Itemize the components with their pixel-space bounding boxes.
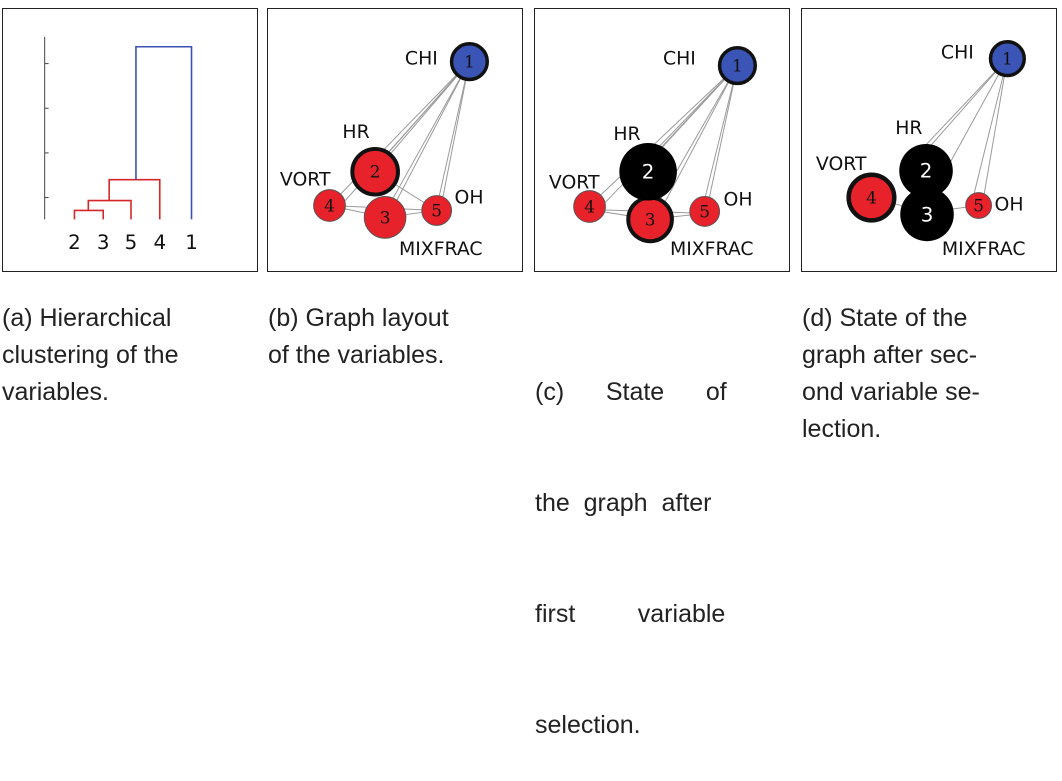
caption-line: (d) State of the — [802, 304, 968, 332]
node-number: 3 — [380, 207, 391, 227]
caption-line: selection. — [535, 711, 641, 739]
node-number: 5 — [699, 201, 710, 221]
label-mixfrac: MIXFRAC — [942, 239, 1026, 260]
node-number: 2 — [920, 160, 933, 183]
node-5-oh — [689, 196, 721, 227]
label-chi: CHI — [405, 49, 438, 70]
caption-a: (a) Hierarchical clustering of the varia… — [2, 300, 238, 411]
graph-b-svg: 1 2 3 4 5 CHI HR VORT OH MIXFRAC — [280, 42, 490, 260]
graph-edges — [589, 65, 738, 220]
label-hr: HR — [342, 122, 369, 143]
node-3-mixfrac-selected — [900, 187, 954, 242]
node-4-vort — [846, 172, 897, 223]
label-hr: HR — [613, 124, 640, 145]
label-chi: CHI — [663, 49, 696, 70]
blue-root-link — [135, 45, 193, 220]
node-number: 4 — [866, 188, 877, 208]
node-4-vort — [313, 189, 346, 222]
panel-b-graph-layout: 1 2 3 4 5 CHI HR VORT OH MIXFRAC — [267, 8, 523, 272]
node-number: 5 — [431, 200, 442, 220]
graph-d-svg: 1 2 3 4 5 CHI HR VORT OH MIXFRAC — [816, 40, 1026, 260]
node-number: 3 — [645, 209, 656, 229]
link-2-3 — [73, 209, 105, 220]
node-2-hr-selected — [619, 142, 677, 201]
caption-line: graph after sec- — [802, 341, 978, 369]
label-vort: VORT — [280, 170, 331, 191]
caption-line: lection. — [802, 415, 882, 443]
link-235-4 — [108, 178, 161, 220]
caption-line: of the variables. — [268, 341, 445, 369]
caption-d: (d) State of the graph after sec- ond va… — [802, 300, 1038, 448]
label-chi: CHI — [941, 43, 974, 64]
leaf-label: 4 — [153, 231, 166, 254]
node-number: 4 — [584, 196, 595, 216]
caption-c: (c) State of the graph after first varia… — [535, 300, 771, 781]
label-mixfrac: MIXFRAC — [670, 239, 754, 260]
caption-line: (c) State of — [535, 378, 727, 406]
node-4-vort — [573, 190, 606, 223]
leaf-label: 3 — [97, 231, 110, 254]
label-vort: VORT — [549, 173, 600, 194]
leaf-label: 2 — [68, 231, 81, 254]
node-1-chi — [988, 40, 1026, 78]
caption-line: variables. — [2, 378, 109, 406]
label-oh: OH — [994, 194, 1023, 215]
label-mixfrac: MIXFRAC — [399, 239, 483, 260]
node-number: 3 — [921, 203, 934, 226]
label-hr: HR — [895, 118, 922, 139]
leaf-label: 1 — [185, 231, 198, 254]
caption-line: (b) Graph layout — [268, 304, 449, 332]
node-number: 1 — [464, 52, 475, 72]
caption-line: first variable — [535, 600, 726, 628]
panel-c-first-selection: 1 2 3 4 5 CHI HR VORT OH MIXFRAC — [534, 8, 790, 272]
node-2-hr — [350, 146, 400, 197]
caption-b: (b) Graph layout of the variables. — [268, 300, 504, 374]
caption-line: the graph after — [535, 489, 712, 517]
node-number: 4 — [324, 195, 335, 215]
node-1-chi — [449, 42, 490, 82]
dendrogram-svg: 2 3 5 4 1 — [44, 36, 198, 254]
label-oh: OH — [724, 189, 753, 210]
label-vort: VORT — [816, 154, 867, 175]
caption-line: ond variable se- — [802, 378, 980, 406]
panel-a-dendrogram: 2 3 5 4 1 — [2, 8, 258, 272]
node-number: 5 — [973, 195, 984, 215]
caption-line: clustering of the — [2, 341, 179, 369]
node-3-mixfrac — [363, 196, 407, 239]
node-1-chi — [717, 45, 758, 86]
red-cluster-links — [73, 178, 161, 220]
node-number: 2 — [370, 162, 381, 182]
node-number: 1 — [732, 56, 743, 76]
node-2-hr-selected — [899, 143, 953, 198]
node-5-oh — [965, 192, 993, 219]
panel-d-second-selection: 1 2 3 4 5 CHI HR VORT OH MIXFRAC — [801, 8, 1057, 272]
node-number: 1 — [1002, 49, 1013, 69]
graph-c-svg: 1 2 3 4 5 CHI HR VORT OH MIXFRAC — [549, 45, 758, 260]
label-oh: OH — [455, 188, 484, 209]
leaf-label: 5 — [125, 231, 138, 254]
node-5-oh — [421, 195, 453, 226]
node-number: 2 — [642, 161, 655, 184]
caption-line: (a) Hierarchical — [2, 304, 172, 332]
